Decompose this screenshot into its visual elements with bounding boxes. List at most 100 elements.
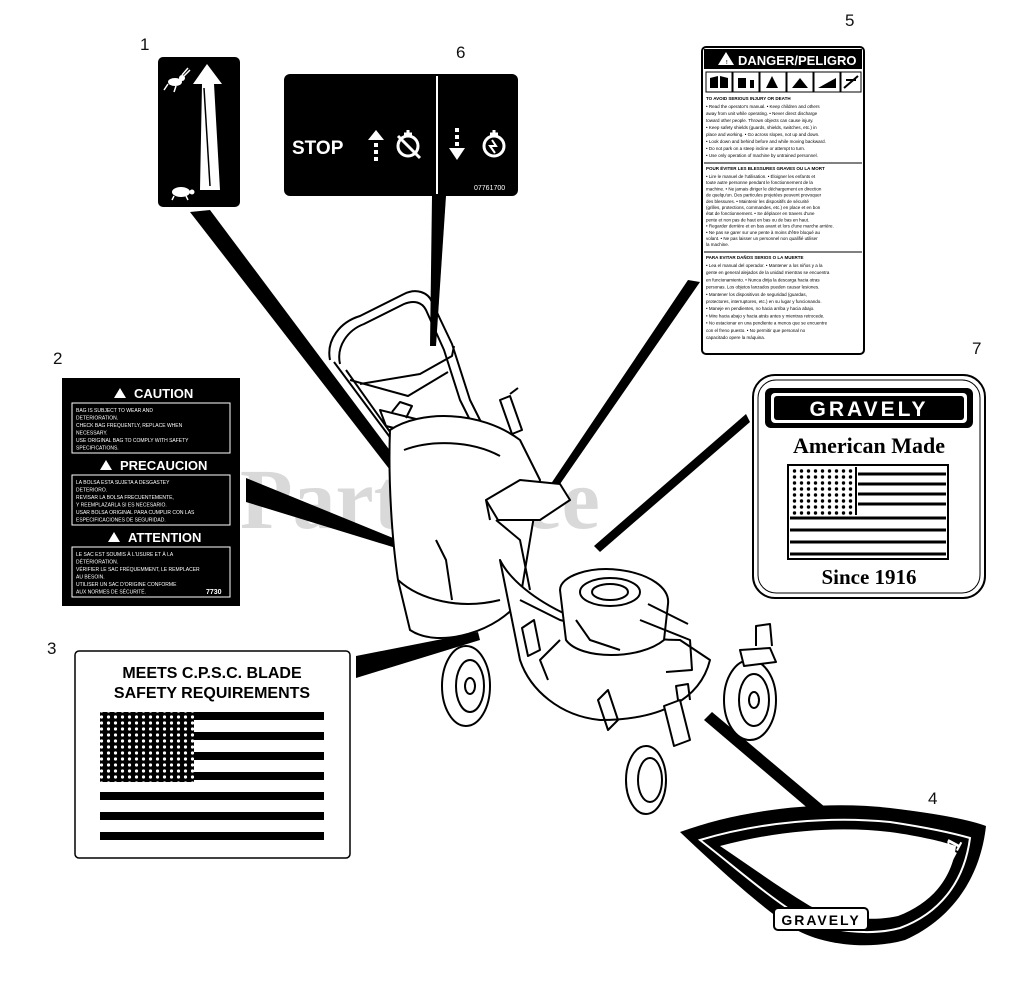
warning-triangle-icon — [114, 388, 126, 398]
svg-text:American Made: American Made — [793, 433, 945, 458]
svg-text:!: ! — [726, 60, 728, 66]
fine-print-line: pente et non pas de haut en bas ou de ba… — [706, 217, 809, 222]
fine-print-line: • No estacionar en una pendiente a menos… — [706, 321, 828, 326]
fine-print-line: des blessures. • Maintenir les dispositi… — [706, 199, 809, 204]
svg-text:PRECAUCION: PRECAUCION — [120, 458, 207, 473]
fine-print-line: REVISAR LA BOLSA FRECUENTEMENTE, — [76, 495, 174, 501]
svg-text:PARA EVITAR DAÑOS SERIOS O LA: PARA EVITAR DAÑOS SERIOS O LA MUERTE — [706, 254, 804, 260]
fine-print-line: Y REEMPLAZARLA SI ES NECESARIO. — [76, 503, 167, 509]
decal-1-throttle — [158, 57, 240, 207]
fine-print-line: AUX NORMES DE SÉCURITÉ. — [76, 589, 146, 596]
fine-print-line: con el freno puesto. • No permitir que p… — [706, 328, 806, 333]
stop-label: STOP — [292, 138, 344, 159]
fine-print-line: VÉRIFIER LE SAC FRÉQUEMMENT, LE REMPLACE… — [76, 566, 200, 573]
fine-print-line: • Lea el manual del operador. • Mantener… — [706, 263, 823, 268]
fine-print-line: UTILISER UN SAC D'ORIGINE CONFORME — [76, 582, 177, 588]
svg-text:SAFETY REQUIREMENTS: SAFETY REQUIREMENTS — [114, 685, 311, 702]
leader-5 — [536, 280, 700, 510]
key-icon — [738, 78, 754, 88]
fine-print-line: état de fonctionnement. • Se déplacer en… — [706, 211, 815, 216]
fine-print-line: • Use only operation of machine by untra… — [706, 153, 818, 158]
svg-text:MEETS C.P.S.C. BLADE: MEETS C.P.S.C. BLADE — [122, 665, 302, 682]
callout-numbers: 1 2 3 4 5 6 7 — [47, 11, 981, 808]
lawn-mower-drawing — [328, 290, 777, 815]
thrown-object-icon — [766, 76, 784, 88]
fine-print-line: place and working. • Go across slopes, n… — [706, 132, 819, 137]
fine-print-line: DÉTÉRIORATION. — [76, 559, 118, 566]
callout-5: 5 — [845, 11, 854, 30]
gravely-logo: GRAVELY — [765, 388, 973, 428]
fine-print-line: protectores, interruptores, etc.) en su … — [706, 299, 822, 304]
callout-7: 7 — [972, 339, 981, 358]
callout-2: 2 — [53, 349, 62, 368]
svg-text:GRAVELY: GRAVELY — [809, 398, 928, 421]
fine-print-line: • Do not park on a steep incline or atte… — [706, 146, 805, 151]
fine-print-line: AU BESOIN. — [76, 575, 105, 581]
warning-triangle-icon — [108, 532, 120, 542]
svg-text:ATTENTION: ATTENTION — [128, 530, 201, 545]
fine-print-line: toward other people. Thrown objects can … — [706, 118, 813, 123]
fine-print-line: capacitado opere la máquina. — [706, 335, 765, 340]
svg-text:CAUTION: CAUTION — [134, 386, 193, 401]
fine-print-line: LE SAC EST SOUMIS À L'USURE ET À LA — [76, 551, 174, 558]
decal-2-caution: CAUTION BAG IS SUBJECT TO WEAR AND DETERI… — [62, 378, 240, 606]
decal-4-arc: GRAVELY 21 — [680, 805, 986, 946]
leader-3 — [356, 632, 480, 678]
warning-triangle-icon — [718, 52, 734, 65]
fine-print-line: • Lire le manuel de l'utilisation. • Élo… — [706, 173, 816, 179]
leader-1 — [190, 210, 412, 488]
fine-print-line: de quelqu'un. Des particules projetées p… — [706, 193, 822, 198]
rabbit-icon — [163, 67, 191, 93]
fine-print-line: CHECK BAG FREQUENTLY, REPLACE WHEN — [76, 423, 183, 429]
decal-6-part-number: 07761700 — [474, 185, 505, 192]
leader-7 — [594, 414, 750, 552]
engine-run-icon — [482, 130, 506, 158]
fine-print-line: toute autre personne pendant le fonction… — [706, 180, 813, 185]
fine-print-line: • Mantener los dispositivos de seguridad… — [706, 292, 807, 297]
danger-pictograms — [705, 71, 862, 93]
us-flag-icon — [100, 712, 324, 840]
fine-print-line: away from unit while operating. • Never … — [706, 111, 818, 116]
fine-print-line: • Maneje en pendientes, no hacia arriba … — [706, 306, 814, 311]
leader-4 — [704, 712, 838, 822]
fine-print-line: volant. • Ne pas laisser un personnel no… — [706, 236, 818, 241]
danger-section-2: • Lire le manuel de l'utilisation. • Élo… — [706, 173, 834, 247]
fine-print-line: machine. • Ne jamais diriger le décharge… — [706, 186, 822, 191]
caution-block: CAUTION BAG IS SUBJECT TO WEAR AND DETERI… — [71, 386, 231, 454]
fine-print-line: DETERIORATION. — [76, 416, 118, 422]
fine-print-line: (grilles, protections, commandes, etc.) … — [706, 205, 821, 210]
fine-print-line: personas. Los objetos lanzados pueden ca… — [706, 285, 819, 290]
engine-off-icon — [396, 130, 422, 160]
arrow-up-icon — [368, 130, 384, 161]
decal-5-danger: ! DANGER/PELIGRO TO AVOID SERIOUS INJURY… — [701, 46, 865, 355]
fine-print-line: DETERIORO. — [76, 488, 107, 494]
us-flag-icon — [787, 464, 949, 560]
danger-section-1: • Read the operator's manual. • Keep chi… — [706, 104, 826, 158]
warning-triangle-icon — [100, 460, 112, 470]
callout-3: 3 — [47, 639, 56, 658]
hand-cut-icon — [792, 78, 808, 88]
fine-print-line: LA BOLSA ESTA SUJETA A DESGASTEY — [76, 480, 170, 486]
fine-print-line: • Ne pas se garer sur une pente à moins … — [706, 230, 821, 235]
fine-print-line: • Mire hacia abajo y hacia atrás antes y… — [706, 313, 824, 318]
callout-6: 6 — [456, 43, 465, 62]
fine-print-line: • Look down and behind before and while … — [706, 139, 826, 144]
fine-print-line: • Read the operator's manual. • Keep chi… — [706, 104, 820, 109]
danger-section-3: • Lea el manual del operador. • Mantener… — [706, 263, 830, 340]
decal-7-american-made: GRAVELY American Made Since 1916 — [752, 374, 986, 599]
svg-text:Since 1916: Since 1916 — [821, 565, 916, 589]
decal-3-cpsc: MEETS C.P.S.C. BLADE SAFETY REQUIREMENTS — [74, 650, 351, 859]
slope-icon — [818, 78, 836, 88]
danger-title: DANGER/PELIGRO — [738, 53, 856, 68]
callout-1: 1 — [140, 35, 149, 54]
fine-print-line: USAR BOLSA ORIGINAL PARA CUMPLIR CON LAS — [76, 510, 195, 516]
fine-print-line: en funcionamiento. • Nunca dirija la des… — [706, 277, 820, 282]
fine-print-line: BAG IS SUBJECT TO WEAR AND — [76, 408, 153, 414]
fine-print-line: USE ORIGINAL BAG TO COMPLY WITH SAFETY — [76, 438, 189, 444]
fine-print-line: SPECIFICATIONS. — [76, 446, 119, 452]
attention-block: ATTENTION LE SAC EST SOUMIS À L'USURE ET… — [71, 530, 231, 598]
fine-print-line: NECESSARY. — [76, 431, 108, 437]
svg-text:GRAVELY: GRAVELY — [781, 912, 860, 928]
